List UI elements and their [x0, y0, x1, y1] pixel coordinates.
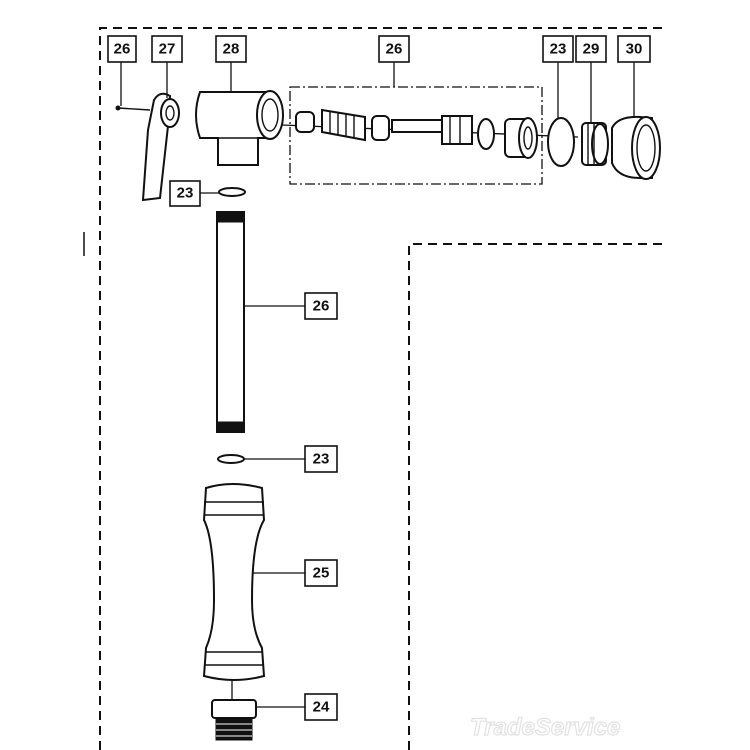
svg-text:23: 23: [550, 41, 567, 58]
valve-body: [195, 90, 284, 166]
svg-text:26: 26: [386, 41, 403, 58]
leader-lines: [120, 62, 635, 708]
svg-text:29: 29: [583, 41, 600, 58]
spring: [321, 108, 366, 142]
svg-text:23: 23: [313, 451, 330, 468]
upper-o-ring: [218, 187, 246, 197]
callout-27-lever: 27: [151, 35, 183, 63]
o-ring-washer: [547, 117, 575, 167]
svg-text:25: 25: [313, 565, 330, 582]
svg-text:30: 30: [626, 41, 643, 58]
svg-text:26: 26: [313, 298, 330, 315]
callout-26-tube: 26: [304, 292, 338, 320]
callout-24-fitting: 24: [304, 693, 338, 721]
threaded-nut: [581, 122, 609, 166]
valve-assembly-group-box: [289, 86, 543, 185]
outer-dashed-frame: [99, 27, 665, 750]
handle-grip: [202, 483, 266, 681]
svg-text:26: 26: [114, 41, 131, 58]
callout-29-nut: 29: [575, 35, 607, 63]
callout-26-lever-pin: 26: [107, 35, 137, 63]
end-cap: [611, 115, 661, 180]
extension-tube: [216, 211, 245, 433]
callout-23-lower: 23: [304, 445, 338, 473]
svg-text:28: 28: [223, 41, 240, 58]
svg-text:24: 24: [313, 699, 330, 716]
callout-26-valve-group: 26: [378, 35, 410, 63]
lower-o-ring: [217, 454, 245, 464]
callout-23-top-ring: 23: [542, 35, 574, 63]
callout-23-upper: 23: [169, 180, 201, 207]
svg-text:27: 27: [159, 41, 176, 58]
svg-text:23: 23: [177, 185, 194, 202]
valve-internals: [295, 108, 538, 159]
watermark-text: TradeService: [470, 714, 620, 741]
callout-25-handle: 25: [304, 559, 338, 587]
lever-pin: [115, 105, 151, 111]
bottom-fitting: [211, 699, 257, 741]
callout-28-body: 28: [215, 35, 247, 63]
callout-30-cap: 30: [617, 35, 651, 63]
inner-dashed-frame: [408, 243, 665, 750]
